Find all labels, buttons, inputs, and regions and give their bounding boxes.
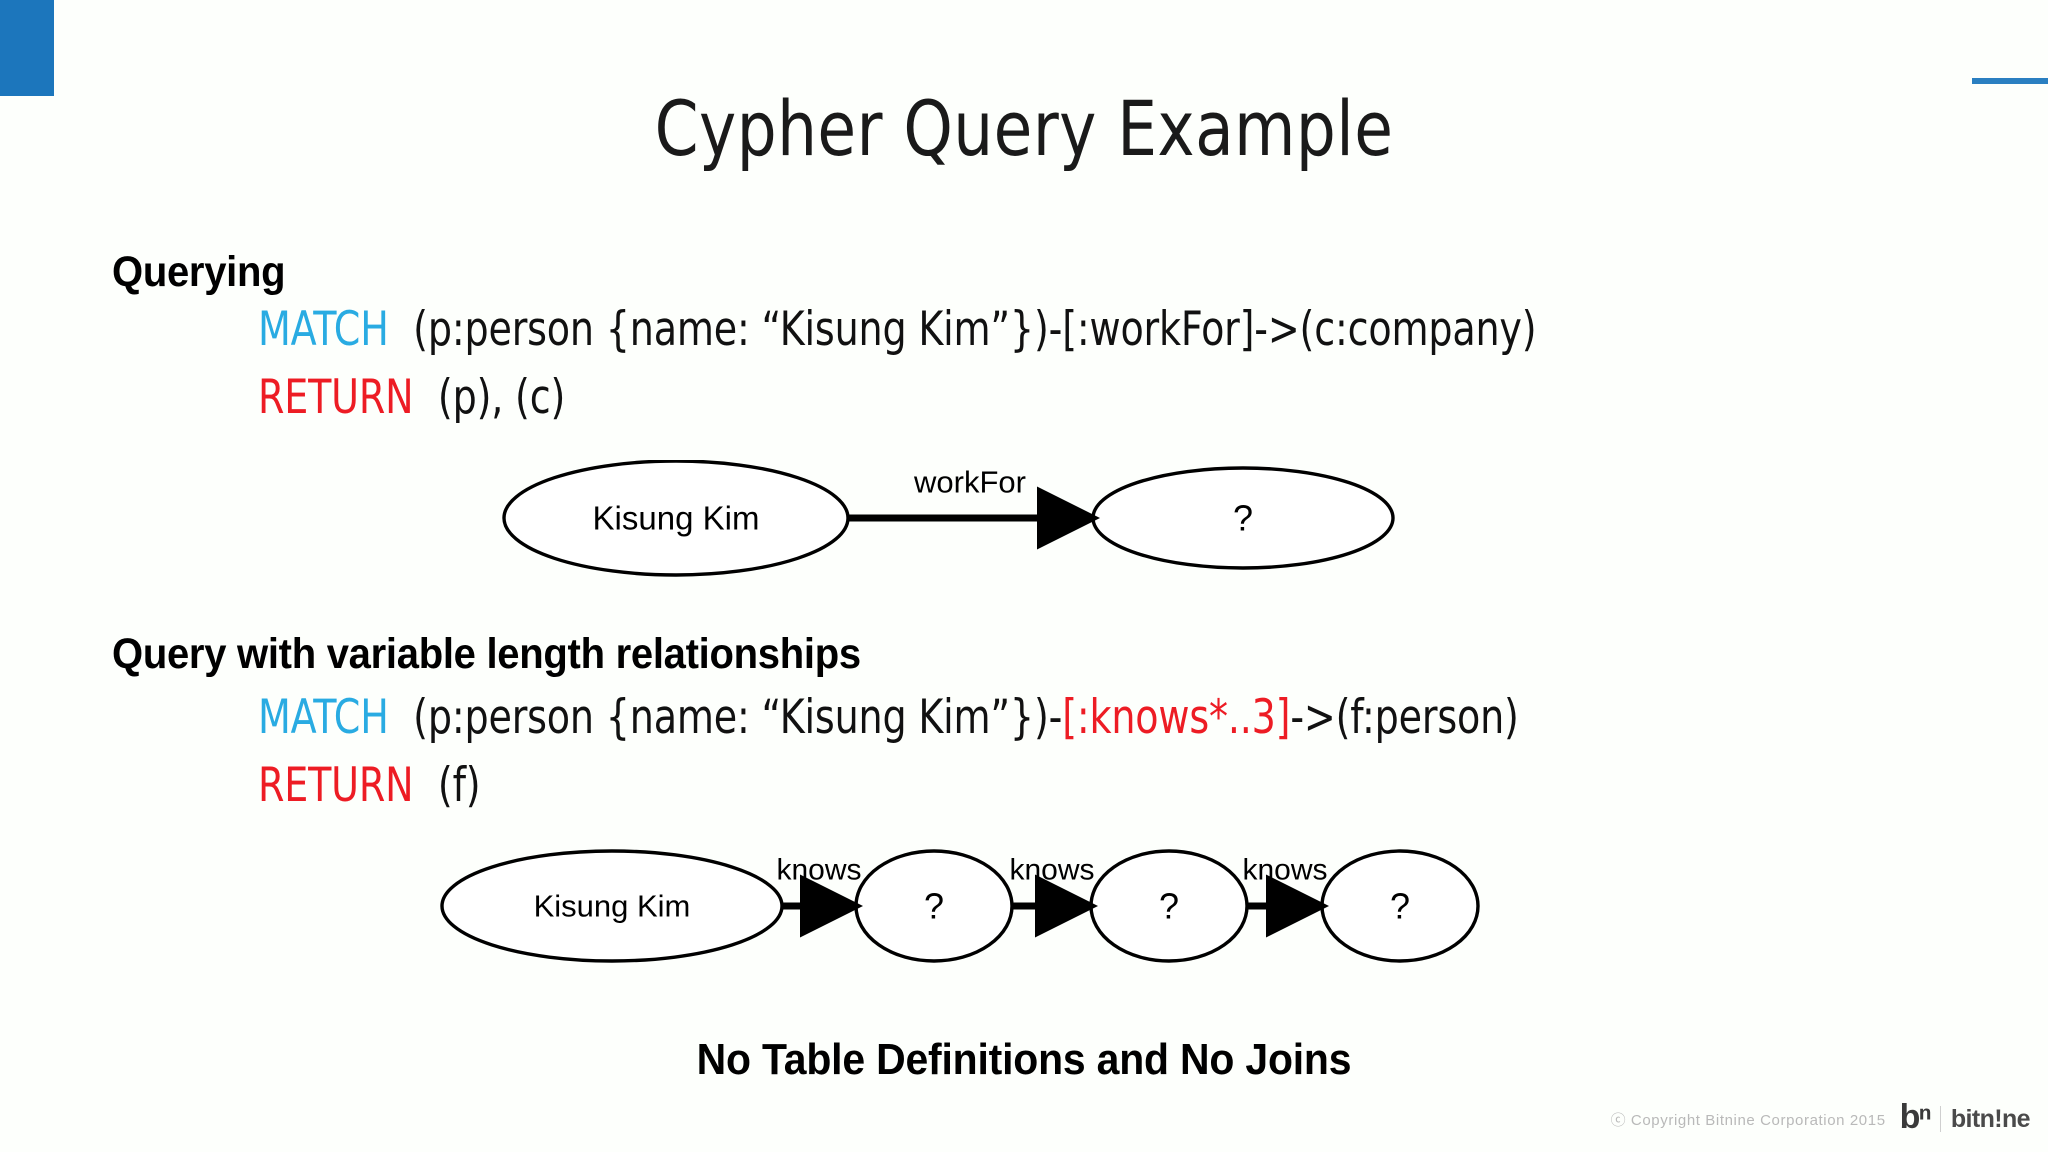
summary-note-text: No Table Definitions and No Joins (696, 1035, 1352, 1084)
graph-node-label: Kisung Kim (593, 500, 760, 537)
keyword-return: RETURN (258, 370, 414, 425)
keyword-return: RETURN (258, 758, 414, 813)
bitnine-logo-wordmark: bitn!ne (1950, 1104, 2031, 1133)
graph-diagram-knows-chain: Kisung Kim ? ? ? knows knows knows (440, 849, 1480, 963)
keyword-match: MATCH (258, 302, 389, 357)
query2-match-body-part2: ->(f:person) (1290, 690, 1519, 745)
graph-node-label: ? (1390, 886, 1410, 927)
logo-divider (1939, 1106, 1941, 1132)
graph-node-label: ? (1233, 498, 1253, 539)
query1-return-line: RETURN (p), (c) (258, 370, 565, 425)
top-right-accent-rule (1972, 78, 2048, 84)
graph-diagram-workfor: Kisung Kim ? workFor (502, 460, 1395, 577)
graph-edge-label-knows-2: knows (1009, 854, 1094, 887)
query1-match-body: (p:person {name: “Kisung Kim”})-[:workFo… (413, 302, 1537, 357)
bitnine-logo-mark: bⁿ (1899, 1098, 1932, 1136)
query2-match-body-part1: (p:person {name: “Kisung Kim”})- (413, 690, 1063, 745)
graph-edge-label-knows-1: knows (776, 854, 861, 887)
section-heading-querying: Querying (112, 248, 286, 296)
query2-match-line: MATCH (p:person {name: “Kisung Kim”})-[:… (258, 690, 1519, 745)
graph-edge-label-workfor: workFor (913, 465, 1026, 500)
query1-return-body: (p), (c) (437, 370, 566, 425)
summary-note: No Table Definitions and No Joins (0, 1035, 2048, 1085)
graph-node-label: Kisung Kim (534, 889, 691, 924)
keyword-match: MATCH (258, 690, 389, 745)
query1-match-line: MATCH (p:person {name: “Kisung Kim”})-[:… (258, 302, 1537, 357)
section-heading-variable-length: Query with variable length relationships (112, 630, 861, 678)
graph-edge-label-knows-3: knows (1242, 854, 1327, 887)
page-title: Cypher Query Example (654, 84, 1394, 173)
footer: ⓒ Copyright Bitnine Corporation 2015 bⁿ … (1610, 1098, 2031, 1136)
graph-node-label: ? (924, 886, 944, 927)
bitnine-logo: bⁿ bitn!ne (1899, 1098, 2031, 1136)
query2-return-body: (f) (437, 758, 481, 813)
copyright-text: ⓒ Copyright Bitnine Corporation 2015 (1610, 1111, 1886, 1129)
corner-accent-block (0, 0, 54, 96)
query2-variable-length-pattern: [:knows*..3] (1062, 690, 1291, 745)
graph-node-label: ? (1159, 886, 1179, 927)
query2-return-line: RETURN (f) (258, 758, 481, 813)
